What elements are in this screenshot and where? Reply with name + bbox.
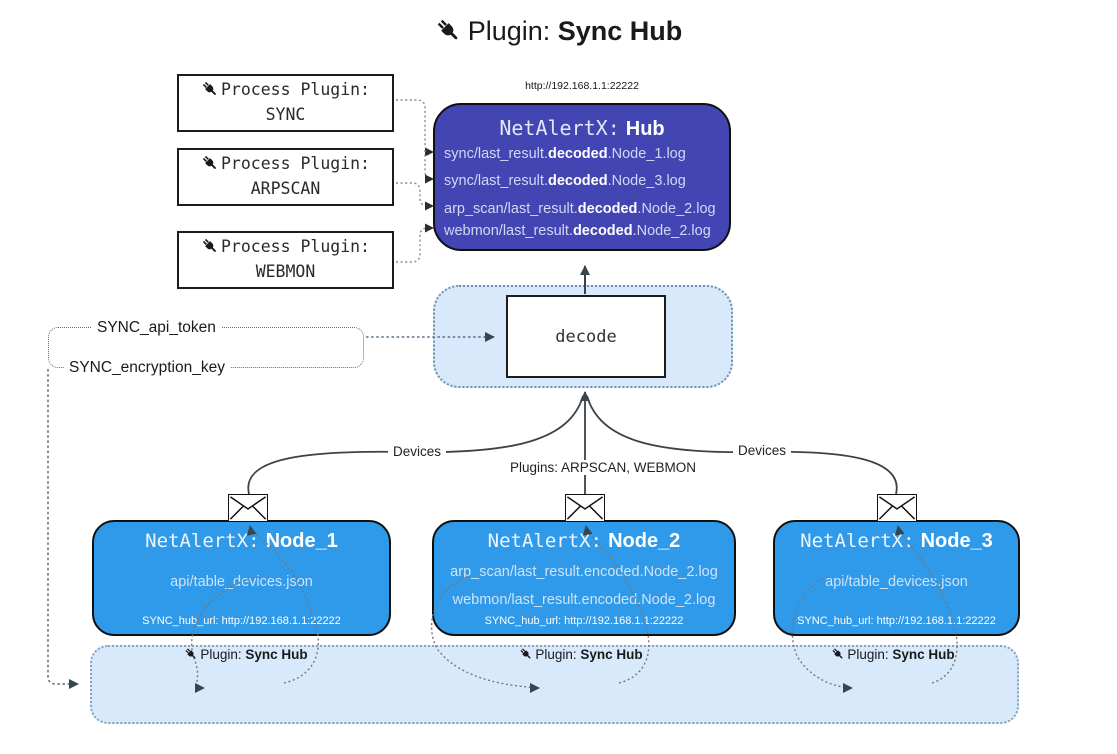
- title-name: Sync Hub: [557, 16, 683, 46]
- process-plugin-name: WEBMON: [255, 262, 316, 281]
- process-plugin-name: SYNC: [265, 105, 306, 124]
- process-plugin-sync: Process Plugin: SYNC: [177, 74, 394, 132]
- node-hub-url: SYNC_hub_url: http://192.168.1.1:22222: [142, 615, 341, 627]
- node-title: NetAlertX:Node_1: [145, 530, 338, 552]
- plug-icon: [202, 239, 216, 253]
- plugins-edge-label: Plugins: ARPSCAN, WEBMON: [505, 460, 702, 475]
- sync-encryption-key-label: SYNC_encryption_key: [64, 359, 230, 377]
- plug-icon: [185, 648, 196, 659]
- node-title: NetAlertX:Node_2: [487, 530, 681, 552]
- devices-edge-label-left: Devices: [388, 444, 447, 459]
- decode-box: decode: [506, 295, 666, 378]
- hub-title-prefix: NetAlertX:: [499, 116, 620, 140]
- plug-icon: [832, 648, 843, 659]
- process-plugin-label: Process Plugin:: [220, 237, 370, 257]
- node-3-box: NetAlertX:Node_3 api/table_devices.json …: [773, 520, 1020, 636]
- hub-title: NetAlertX:Hub: [435, 116, 729, 141]
- devices-edge-label-right: Devices: [733, 443, 792, 458]
- hub-log-line: arp_scan/last_result.decoded.Node_2.log: [444, 201, 716, 217]
- hub-log-line: webmon/last_result.decoded.Node_2.log: [444, 223, 711, 239]
- node-hub-url: SYNC_hub_url: http://192.168.1.1:22222: [484, 615, 684, 627]
- process-plugin-webmon: Process Plugin: WEBMON: [177, 231, 394, 289]
- process-plugin-label: Process Plugin:: [220, 154, 370, 174]
- hub-log-line: sync/last_result.decoded.Node_1.log: [444, 146, 686, 162]
- envelope-icon: [228, 494, 268, 522]
- plug-icon: [202, 156, 216, 170]
- keys-to-band-arrow: [47, 369, 79, 689]
- plug-icon: [520, 648, 531, 659]
- node-file: api/table_devices.json: [825, 574, 968, 590]
- envelope-icon: [877, 494, 917, 522]
- node-file: webmon/last_result.encoded.Node_2.log: [452, 592, 716, 608]
- hub-title-name: Hub: [625, 118, 665, 140]
- sync-api-token-label: SYNC_api_token: [92, 319, 221, 337]
- hub-log-line: sync/last_result.decoded.Node_3.log: [444, 173, 686, 189]
- page-title: Plugin: Sync Hub: [0, 16, 1117, 47]
- node-file: api/table_devices.json: [170, 574, 313, 590]
- process-plugin-label: Process Plugin:: [220, 80, 370, 100]
- plug-icon: [202, 82, 216, 96]
- band-plugin-label: Plugin: Sync Hub: [481, 647, 681, 662]
- hub-box: NetAlertX:Hub sync/last_result.decoded.N…: [433, 103, 731, 251]
- node-hub-url: SYNC_hub_url: http://192.168.1.1:22222: [797, 615, 996, 627]
- process-plugin-arpscan: Process Plugin: ARPSCAN: [177, 148, 394, 206]
- band-plugin-label: Plugin: Sync Hub: [793, 647, 993, 662]
- node-file: arp_scan/last_result.encoded.Node_2.log: [450, 564, 718, 580]
- plug-icon: [437, 19, 457, 40]
- node-2-box: NetAlertX:Node_2 arp_scan/last_result.en…: [432, 520, 736, 636]
- title-prefix: Plugin:: [467, 16, 551, 46]
- envelope-icon: [565, 494, 605, 522]
- hub-url: http://192.168.1.1:22222: [525, 80, 639, 92]
- node-1-box: NetAlertX:Node_1 api/table_devices.json …: [92, 520, 391, 636]
- plugin-to-hub-connectors: [396, 99, 434, 263]
- band-plugin-label: Plugin: Sync Hub: [146, 647, 346, 662]
- node-to-decode-curves: [247, 391, 898, 495]
- process-plugin-name: ARPSCAN: [250, 179, 321, 198]
- node-title: NetAlertX:Node_3: [800, 530, 993, 552]
